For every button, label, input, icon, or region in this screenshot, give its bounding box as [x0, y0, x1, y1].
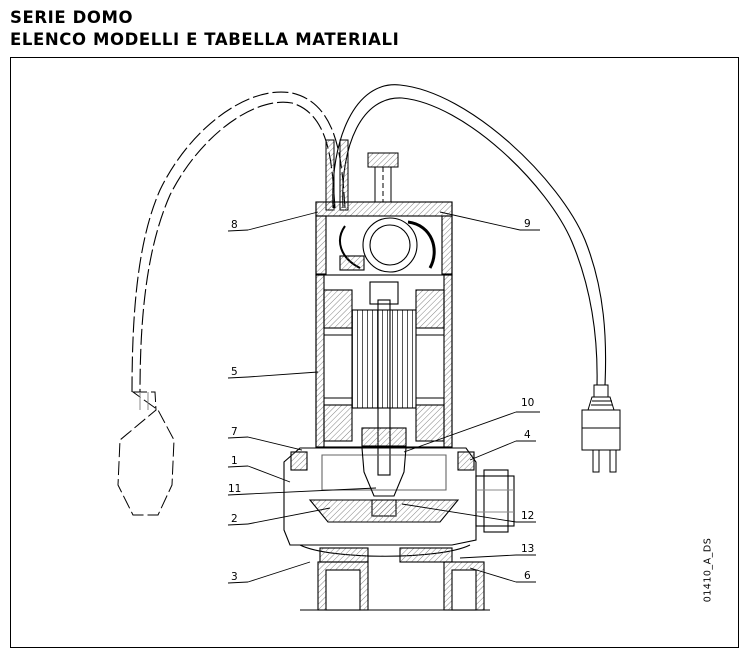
- callout-12: 12: [521, 510, 534, 522]
- plug: [581, 384, 621, 473]
- pump-housing: [283, 447, 477, 563]
- motor-cover: [315, 201, 453, 276]
- callout-7: 7: [231, 426, 238, 438]
- callout-5: 5: [231, 366, 238, 378]
- callout-2: 2: [231, 513, 238, 525]
- motor-body: [315, 274, 453, 476]
- callout-11: 11: [228, 483, 241, 495]
- callout-9: 9: [524, 218, 531, 230]
- handle: [367, 152, 399, 203]
- callout-3: 3: [231, 571, 238, 583]
- drawing-code: 01410_A_DS: [702, 537, 714, 603]
- callout-8: 8: [231, 219, 238, 231]
- callout-1: 1: [231, 455, 238, 467]
- power-cable: [332, 84, 607, 386]
- callout-4: 4: [524, 429, 531, 441]
- drawing-frame: [10, 57, 739, 648]
- document-subtitle: ELENCO MODELLI E TABELLA MATERIALI: [10, 30, 400, 49]
- float-cable: [131, 91, 346, 393]
- pump-feet: [300, 561, 490, 611]
- series-title: SERIE DOMO: [10, 8, 134, 27]
- callout-13: 13: [521, 543, 534, 555]
- leader-lines: [227, 211, 540, 584]
- callout-6: 6: [524, 570, 531, 582]
- discharge-outlet: [475, 469, 515, 533]
- callout-10: 10: [521, 397, 534, 409]
- float-switch: [117, 391, 175, 516]
